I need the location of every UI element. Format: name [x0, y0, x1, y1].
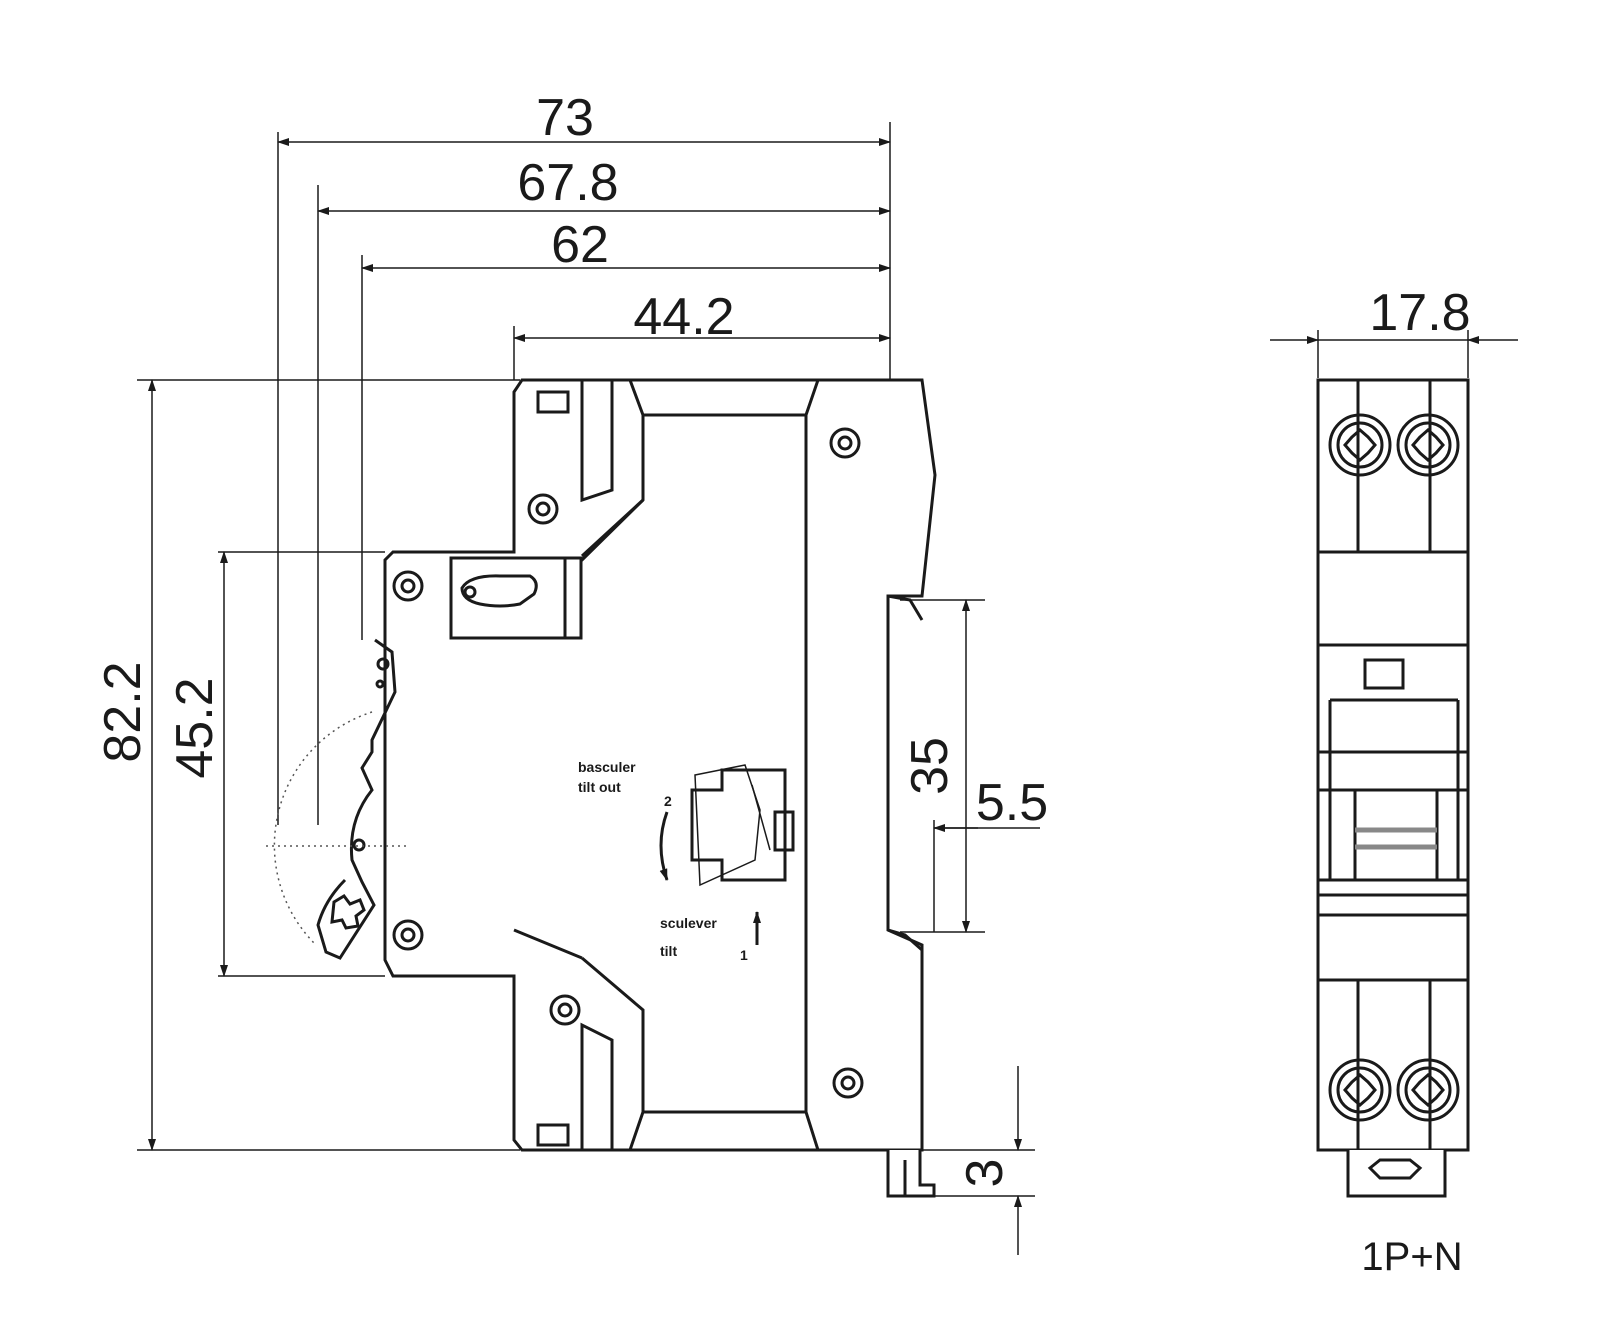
label-basculer: basculer — [578, 759, 636, 775]
label-step-2: 2 — [664, 793, 672, 809]
dim-label-67-8: 67.8 — [517, 154, 618, 212]
dim-label-82-2: 82.2 — [94, 661, 152, 762]
breaker-front-view: 1P+N — [1316, 378, 1470, 1279]
screw-hole-icon — [829, 427, 861, 459]
dimension-17-8: 17.8 — [1270, 284, 1518, 378]
label-step-1: 1 — [740, 947, 748, 963]
front-rail-clip — [1346, 1150, 1447, 1198]
top-clip-slot — [536, 390, 570, 414]
label-sculever: sculever — [660, 915, 717, 931]
bottom-clip-slot — [536, 1123, 570, 1147]
dimension-62: 62 — [361, 216, 891, 640]
dim-label-45-2: 45.2 — [166, 677, 224, 778]
indicator-window — [1363, 658, 1405, 690]
dim-label-44-2: 44.2 — [633, 288, 734, 346]
label-tilt-out: tilt out — [578, 779, 621, 795]
housing-outline — [383, 378, 937, 1152]
dim-label-3: 3 — [956, 1159, 1014, 1188]
terminal-screw-icon — [1396, 1058, 1460, 1122]
front-latch — [316, 638, 397, 960]
dimension-67-8: 67.8 — [317, 154, 891, 825]
mechanism-diagram — [659, 764, 795, 945]
screw-hole-icon — [549, 994, 581, 1026]
terminal-screw-icon — [1396, 413, 1460, 477]
breaker-side-view: basculer tilt out sculever tilt 1 2 — [266, 378, 937, 1198]
dim-label-5-5: 5.5 — [976, 774, 1048, 832]
dim-label-73: 73 — [536, 89, 594, 147]
dimension-45-2: 45.2 — [166, 551, 385, 977]
terminal-screw-icon — [1328, 413, 1392, 477]
screw-hole-icon — [392, 570, 424, 602]
dimension-3: 3 — [900, 1066, 1035, 1255]
terminal-screw-icon — [1328, 1058, 1392, 1122]
dim-label-35: 35 — [901, 737, 959, 795]
rail-clip — [886, 1150, 936, 1198]
dimension-44-2: 44.2 — [513, 288, 891, 380]
toggle-lever — [460, 574, 538, 608]
label-tilt: tilt — [660, 943, 677, 959]
screw-hole-icon — [832, 1067, 864, 1099]
screw-hole-icon — [527, 493, 559, 525]
dim-label-62: 62 — [551, 216, 609, 274]
front-housing — [1316, 378, 1470, 1152]
dimension-73: 73 — [277, 89, 891, 825]
dim-label-17-8: 17.8 — [1369, 284, 1470, 342]
dimension-82-2: 82.2 — [94, 379, 520, 1151]
toggle-lever-housing — [449, 556, 583, 640]
release-clip-icon — [330, 894, 366, 930]
caption-1p-n: 1P+N — [1361, 1235, 1462, 1279]
screw-hole-icon — [392, 919, 424, 951]
dimension-35: 35 — [900, 599, 985, 933]
